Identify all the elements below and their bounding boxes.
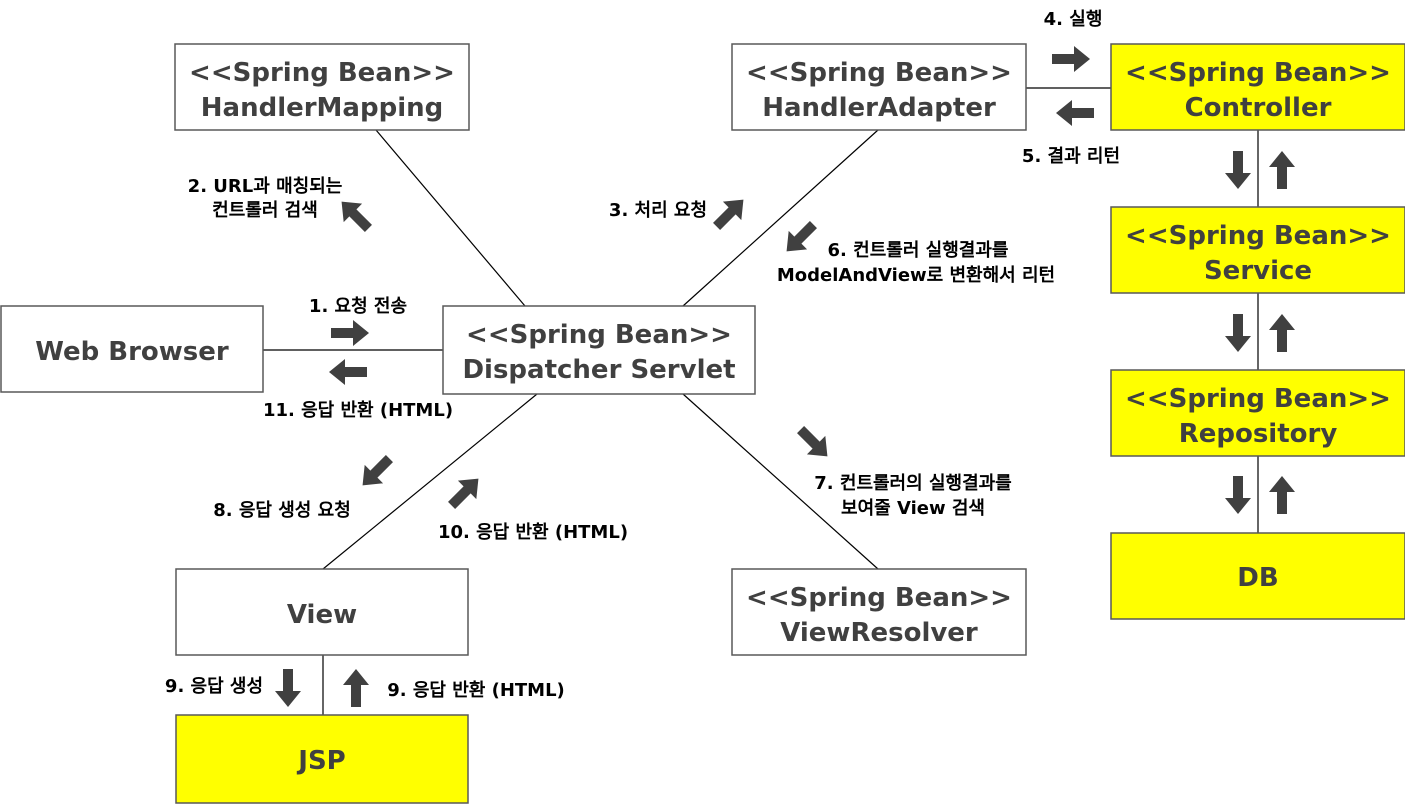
arrow-down-icon <box>1225 151 1251 189</box>
view-name: View <box>287 600 357 630</box>
label-step10: 10. 응답 반환 (HTML) <box>438 521 628 543</box>
db-box: DB <box>1110 532 1405 620</box>
arrow-down-icon <box>1225 476 1251 514</box>
dispatcherservlet-stereotype: <<Spring Bean>> <box>466 320 732 350</box>
webbrowser-rect <box>0 305 264 393</box>
line-dispatcher-handleradapter <box>682 129 879 307</box>
handlermapping-stereotype: <<Spring Bean>> <box>189 58 455 88</box>
label-step4: 4. 실행 <box>1044 9 1103 30</box>
dispatcherservlet-rect <box>442 305 756 395</box>
viewresolver-name: ViewResolver <box>780 618 978 648</box>
handleradapter-name: HandlerAdapter <box>762 93 996 123</box>
label-step6-line2: ModelAndView로 변환해서 리턴 <box>777 264 1055 286</box>
arrow-right-icon <box>1052 46 1090 72</box>
label-step11: 11. 응답 반환 (HTML) <box>263 399 453 421</box>
arrow-up-icon <box>1269 151 1295 189</box>
webbrowser-name: Web Browser <box>35 337 229 367</box>
label-step7-line1: 7. 컨트롤러의 실행결과를 <box>814 473 1012 494</box>
jsp-rect <box>175 714 469 804</box>
handlermapping-box: <<Spring Bean>> HandlerMapping <box>174 43 470 131</box>
controller-stereotype: <<Spring Bean>> <box>1125 58 1391 88</box>
label-step8: 8. 응답 생성 요청 <box>213 500 351 521</box>
label-step1: 1. 요청 전송 <box>309 296 407 317</box>
arrow-left-icon <box>329 359 367 385</box>
repository-stereotype: <<Spring Bean>> <box>1125 384 1391 414</box>
arrow-up-icon <box>343 669 369 707</box>
line-dispatcher-viewresolver <box>682 393 879 570</box>
arrow-left-icon <box>1056 100 1094 126</box>
viewresolver-rect <box>731 568 1027 656</box>
label-step5: 5. 결과 리턴 <box>1022 146 1120 167</box>
label-step9b: 9. 응답 반환 (HTML) <box>387 679 565 701</box>
connector-lines <box>263 87 1259 715</box>
label-step9a: 9. 응답 생성 <box>165 676 263 697</box>
label-step6-line1: 6. 컨트롤러 실행결과를 <box>828 240 1009 261</box>
arrow-up-icon <box>1269 314 1295 352</box>
view-rect <box>175 568 469 656</box>
handlermapping-rect <box>174 43 470 131</box>
jsp-name: JSP <box>296 746 345 776</box>
label-step2-line2: 컨트롤러 검색 <box>212 200 318 221</box>
arrow-right-icon <box>331 320 369 346</box>
dispatcherservlet-box: <<Spring Bean>> Dispatcher Servlet <box>442 305 756 395</box>
db-name: DB <box>1237 563 1278 593</box>
label-step3: 3. 처리 요청 <box>609 200 707 221</box>
viewresolver-stereotype: <<Spring Bean>> <box>746 583 1012 613</box>
arrow-up-icon <box>1269 476 1295 514</box>
arrow-down-left-icon <box>353 449 399 495</box>
arrow-down-icon <box>1225 314 1251 352</box>
step-labels: 1. 요청 전송 2. URL과 매칭되는 컨트롤러 검색 3. 처리 요청 4… <box>165 9 1120 701</box>
dispatcherservlet-name: Dispatcher Servlet <box>462 355 735 385</box>
arrow-down-icon <box>275 669 301 707</box>
view-box: View <box>175 568 469 656</box>
arrow-up-right-icon <box>707 190 753 236</box>
handleradapter-stereotype: <<Spring Bean>> <box>746 58 1012 88</box>
handleradapter-rect <box>731 43 1027 131</box>
db-rect <box>1110 532 1405 620</box>
arrow-down-left-icon <box>777 215 823 261</box>
handlermapping-name: HandlerMapping <box>201 93 443 123</box>
line-dispatcher-view <box>322 393 538 570</box>
repository-rect <box>1110 369 1405 457</box>
repository-name: Repository <box>1179 419 1338 449</box>
arrow-up-right-icon <box>442 469 488 515</box>
arrow-up-left-icon <box>332 192 378 238</box>
controller-rect <box>1110 43 1405 131</box>
arrow-down-right-icon <box>791 420 837 466</box>
line-dispatcher-handlermapping <box>375 129 526 307</box>
service-name: Service <box>1204 256 1312 286</box>
service-box: <<Spring Bean>> Service <box>1110 206 1405 294</box>
service-rect <box>1110 206 1405 294</box>
handleradapter-box: <<Spring Bean>> HandlerAdapter <box>731 43 1027 131</box>
viewresolver-box: <<Spring Bean>> ViewResolver <box>731 568 1027 656</box>
jsp-box: JSP <box>175 714 469 804</box>
controller-name: Controller <box>1185 93 1332 123</box>
webbrowser-box: Web Browser <box>0 305 264 393</box>
repository-box: <<Spring Bean>> Repository <box>1110 369 1405 457</box>
label-step2-line1: 2. URL과 매칭되는 <box>188 176 343 197</box>
label-step7-line2: 보여줄 View 검색 <box>841 498 985 519</box>
controller-box: <<Spring Bean>> Controller <box>1110 43 1405 131</box>
service-stereotype: <<Spring Bean>> <box>1125 221 1391 251</box>
